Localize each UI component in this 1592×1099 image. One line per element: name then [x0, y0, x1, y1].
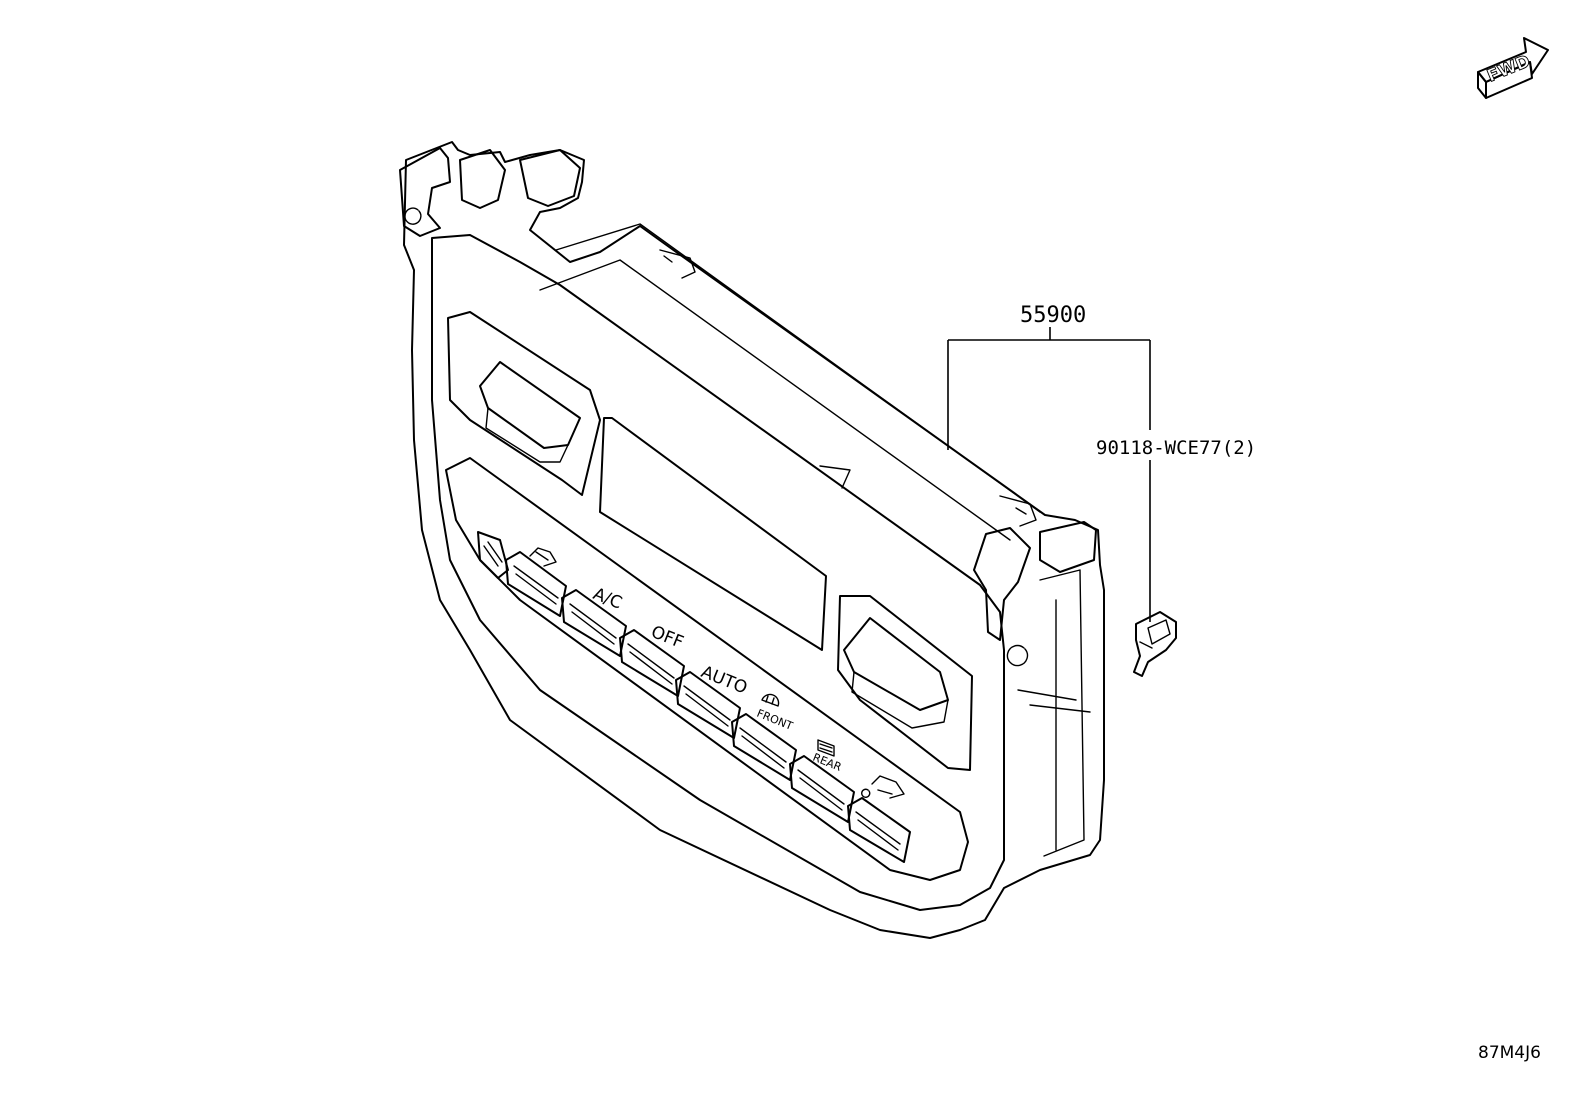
- front-label: FRONT: [755, 707, 795, 733]
- panel-button[interactable]: [477, 531, 509, 579]
- ac-label: A/C: [590, 584, 625, 613]
- rear-defrost-icon: [817, 739, 835, 757]
- front-defrost-button[interactable]: FRONT: [731, 693, 797, 781]
- recirculation-button[interactable]: [505, 547, 567, 617]
- part-number-55900: 55900: [1020, 303, 1086, 328]
- clip-part: [1133, 611, 1177, 677]
- forward-arrow-icon: FWD: [1477, 37, 1549, 99]
- fresh-air-button[interactable]: [847, 775, 911, 863]
- off-label: OFF: [648, 622, 686, 653]
- auto-button[interactable]: AUTO: [675, 662, 750, 739]
- recirculation-icon: [529, 547, 557, 567]
- auto-label: AUTO: [698, 662, 750, 698]
- ac-button[interactable]: A/C: [561, 584, 627, 657]
- rear-label: REAR: [811, 751, 844, 774]
- button-row: A/C OFF AUTO FRONT REAR: [477, 531, 911, 863]
- part-number-90118: 90118-WCE77(2): [1096, 437, 1256, 459]
- ac-control-panel: [399, 141, 1105, 939]
- leader-lines: [947, 327, 1151, 622]
- display-window: [599, 417, 827, 651]
- rear-defrost-button[interactable]: REAR: [789, 739, 855, 823]
- fresh-air-icon: [861, 775, 905, 799]
- diagram-code: 87M4J6: [1478, 1043, 1541, 1063]
- front-defrost-icon: [761, 693, 780, 707]
